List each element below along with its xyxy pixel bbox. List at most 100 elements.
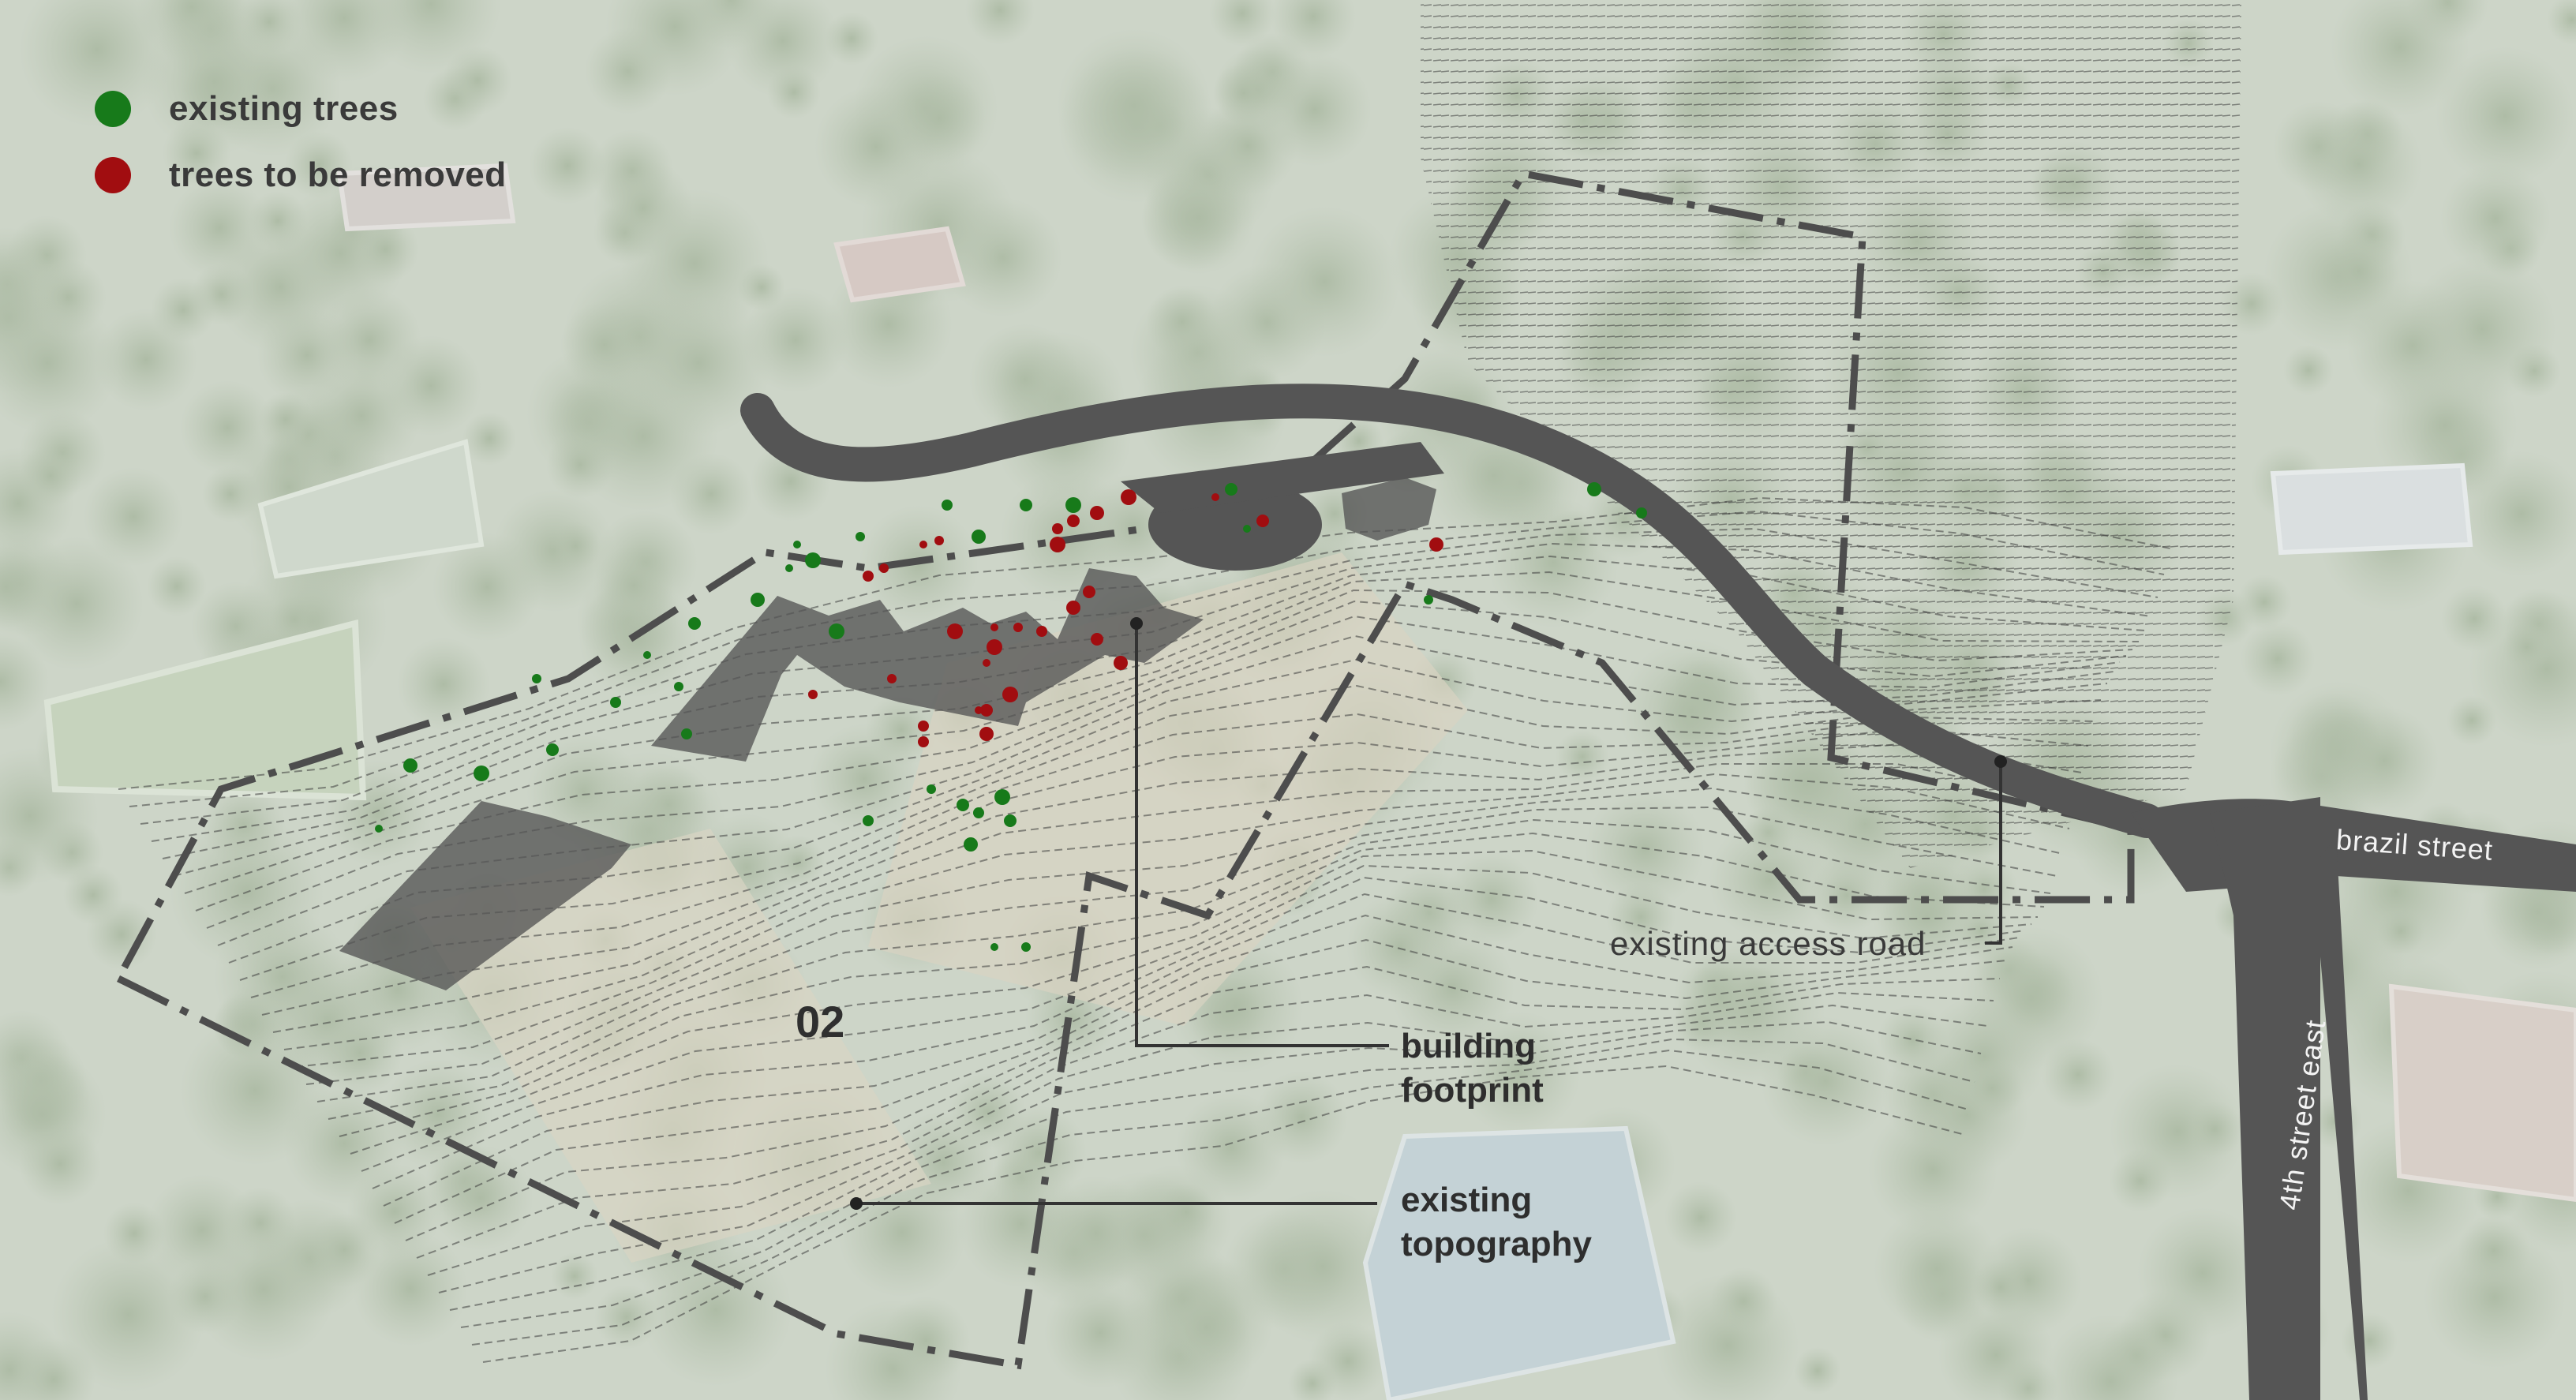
canopy-blob	[625, 290, 772, 436]
removed-tree-marker	[1052, 523, 1063, 534]
existing-tree-marker	[474, 766, 489, 781]
legend-label-existing-trees: existing trees	[169, 89, 399, 128]
contour-line	[471, 1049, 1969, 1346]
canopy-blob	[2503, 623, 2552, 672]
canopy-blob	[605, 0, 744, 96]
building-footprints	[339, 477, 1436, 990]
removed-tree-marker	[1050, 537, 1065, 552]
removed-tree-marker	[947, 623, 963, 639]
existing-tree-marker	[1587, 482, 1601, 496]
topography-label: existing topography	[1401, 1181, 1592, 1263]
canopy-blob	[51, 1237, 206, 1392]
canopy-blob	[2330, 706, 2439, 815]
canopy-blob	[639, 1233, 792, 1387]
canopy-blob	[2241, 622, 2315, 696]
legend: existing trees trees to be removed	[95, 76, 507, 208]
canopy-blob	[347, 1164, 442, 1259]
canopy-blob	[84, 467, 183, 567]
removed-tree-markers	[808, 489, 1443, 747]
canopy-blob	[192, 1218, 335, 1361]
canopy-blob	[2331, 0, 2469, 117]
canopy-blob	[19, 444, 82, 507]
access-road-leader	[1985, 762, 2002, 945]
canopy-blob	[2320, 232, 2398, 311]
canopy-blob	[969, 324, 1081, 436]
canopy-blob	[1794, 1347, 1841, 1394]
contour-line	[261, 727, 2089, 1016]
streets	[2131, 797, 2576, 1400]
canopy-blob	[1938, 1297, 2054, 1400]
canopy-blob	[1271, 0, 1356, 59]
removed-tree-marker	[975, 706, 983, 714]
existing-tree-marker	[942, 500, 953, 511]
canopy-blob	[865, 694, 938, 766]
existing-tree-marker	[1225, 483, 1237, 496]
canopy-blob	[1146, 286, 1219, 358]
existing-tree-marker	[1021, 942, 1031, 952]
canopy-blob	[965, 0, 1035, 45]
removed-tree-marker	[918, 736, 929, 747]
canopy-blob	[2440, 163, 2551, 274]
contour-line	[350, 849, 2039, 1155]
removed-tree-marker	[1256, 515, 1269, 527]
canopy-blob	[462, 412, 516, 466]
canopy-blob	[1556, 730, 1609, 784]
contour-line	[383, 893, 2020, 1207]
removed-tree-marker	[1114, 656, 1128, 670]
existing-tree-marker	[994, 789, 1010, 805]
site-number: 02	[796, 997, 845, 1046]
contour-line	[405, 938, 2007, 1241]
contour-line	[162, 555, 2146, 859]
canopy-blob	[767, 66, 821, 119]
canopy-blob	[19, 0, 175, 128]
canopy-blob	[19, 1123, 101, 1205]
removed-tree-marker	[1121, 489, 1136, 505]
contour-line	[316, 806, 2057, 1102]
canopy-blob	[859, 505, 979, 625]
removed-tree-marker	[1211, 493, 1219, 501]
canopy-blob	[1972, 1259, 2029, 1316]
removed-tree-marker	[1429, 537, 1443, 552]
canopy-blob	[1444, 852, 1539, 946]
canopy-blob	[1709, 1267, 1777, 1335]
canopy-blob	[2237, 575, 2292, 630]
existing-tree-marker	[1243, 525, 1251, 533]
canopy-blob	[1157, 1183, 1215, 1241]
contour-line	[361, 864, 2032, 1172]
canopy-blob	[63, 865, 123, 925]
canopy-blob	[2436, 47, 2574, 185]
leader-lines	[850, 617, 2007, 1210]
removed-tree-marker	[808, 690, 818, 699]
removed-tree-marker	[987, 639, 1002, 655]
existing-tree-marker	[793, 541, 801, 548]
contour-line	[339, 832, 2045, 1137]
contour-line	[250, 713, 2095, 998]
contour-line	[427, 991, 1994, 1276]
legend-item-trees-removed: trees to be removed	[95, 142, 507, 208]
existing-tree-marker	[927, 784, 936, 794]
canopy-blob	[1874, 1206, 2000, 1332]
canopy-blob	[2283, 345, 2334, 395]
removed-tree-marker	[1013, 623, 1023, 632]
canopy-blob	[147, 556, 207, 616]
contour-line	[416, 965, 2001, 1259]
red-dot-icon	[95, 157, 131, 193]
contour-line	[372, 876, 2026, 1189]
canopy-blob	[892, 1111, 994, 1214]
removed-tree-marker	[1036, 626, 1047, 637]
canopy-blob	[383, 1059, 493, 1170]
canopy-blob	[825, 12, 878, 66]
canopy-blob	[1249, 206, 1400, 357]
canopy-blob	[2458, 451, 2576, 577]
canopy-blob	[893, 72, 986, 165]
canopy-blob	[1209, 0, 1275, 47]
canopy-blob	[0, 546, 47, 628]
contour-line	[449, 1020, 1982, 1311]
canopy-blob	[1165, 1286, 1249, 1369]
removed-tree-marker	[1066, 601, 1080, 615]
canopy-blob	[1309, 1322, 1387, 1400]
existing-tree-marker	[546, 743, 559, 756]
canopy-blob	[2341, 1312, 2398, 1369]
removed-tree-marker	[919, 541, 927, 548]
canopy-blob	[1245, 1189, 1400, 1344]
